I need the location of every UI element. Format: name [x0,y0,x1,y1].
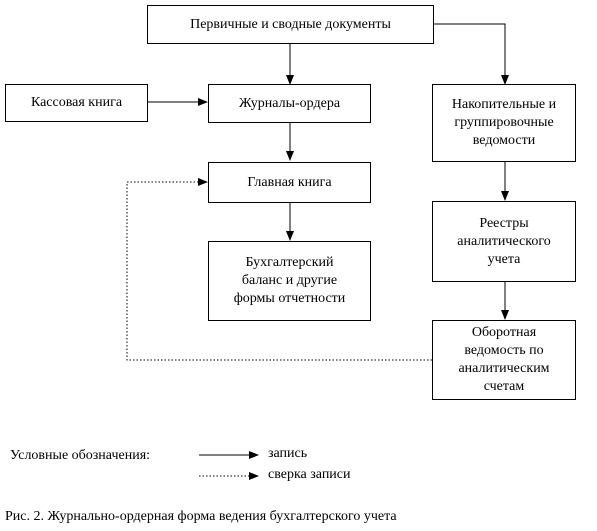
legend-title: Условные обозначения: [10,448,151,463]
node-primary-docs: Первичные и сводные документы [147,5,434,44]
legend-record-label: запись [268,446,308,461]
node-general-ledger: Главная книга [208,162,371,203]
dotted-turnover-to-ledger [126,178,432,361]
node-accumulative: Накопительные и группировочные ведомости [432,84,576,162]
legend-check-label: сверка записи [268,467,351,482]
node-turnover: Оборотная ведомость по аналитическим сче… [432,320,576,400]
node-cash-book: Кассовая книга [5,84,148,122]
figure-caption: Рис. 2. Журнально-ордерная форма ведения… [5,509,397,524]
node-registers: Реестры аналитического учета [432,201,576,282]
arrow-primary-to-accumulative [434,23,509,85]
node-balance: Бухгалтерский баланс и другие формы отче… [208,241,371,321]
node-journal-orders: Журналы-ордера [208,84,371,123]
